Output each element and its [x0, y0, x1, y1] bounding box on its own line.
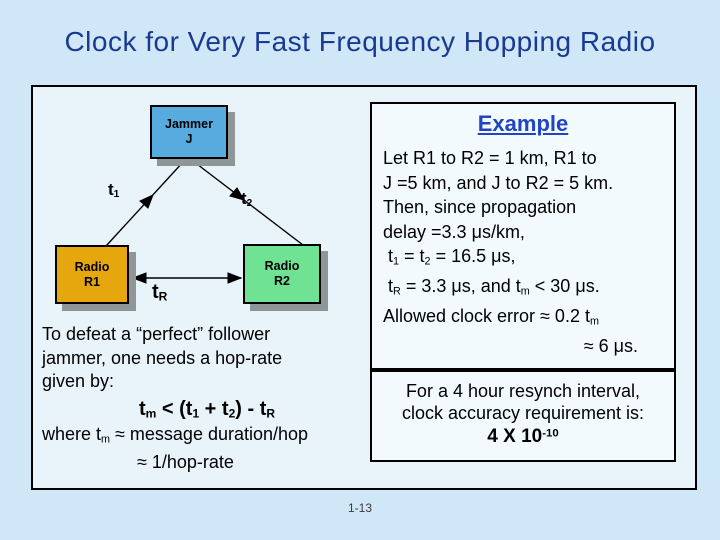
example-line: tR = 3.3 μs, and tm < 30 μs. — [383, 275, 600, 298]
radio-r2-label-line2: R2 — [274, 274, 290, 288]
jammer-label-line1: Jammer — [165, 117, 213, 131]
hop-rate-intro-line: jammer, one needs a hop-rate — [42, 347, 283, 368]
example-heading: Example — [477, 111, 569, 136]
radio-r2-label-line1: Radio — [264, 259, 300, 273]
example-line: Let R1 to R2 = 1 km, R1 to — [383, 148, 597, 168]
delay-label-t1: t1 — [108, 180, 120, 201]
jammer-node: Jammer J — [150, 105, 228, 159]
resynch-requirement-box: For a 4 hour resynch interval, clock acc… — [370, 370, 676, 462]
radio-r2-node: Radio R2 — [243, 244, 321, 304]
clock-accuracy-value: 4 X 10-10 — [487, 426, 559, 447]
example-line: J =5 km, and J to R2 = 5 km. — [383, 172, 614, 193]
hop-rate-where-line1: where tm ≈ message duration/hop — [42, 423, 309, 445]
page-number: 1-13 — [347, 501, 373, 515]
example-line: Then, since propagation — [383, 197, 577, 217]
example-line: ≈ 6 μs. — [583, 335, 638, 356]
hop-rate-intro-line: To defeat a “perfect” follower — [42, 324, 271, 344]
resynch-line1: For a 4 hour resynch interval, — [405, 381, 641, 401]
jammer-label-line2: J — [185, 132, 193, 146]
hop-rate-formula: tm < (t1 + t2) - tR — [138, 397, 276, 421]
page-title: Clock for Very Fast Frequency Hopping Ra… — [64, 26, 656, 57]
example-text: Let R1 to R2 = 1 km, R1 to J =5 km, and … — [372, 146, 674, 358]
radio-r1-label-line2: R1 — [84, 274, 100, 289]
radio-r1-label-line1: Radio — [74, 259, 110, 274]
radio-r1-node: Radio R1 — [55, 245, 129, 304]
example-line: delay =3.3 μs/km, — [383, 221, 525, 242]
hop-rate-text-block: To defeat a “perfect” follower jammer, o… — [42, 323, 372, 475]
example-line: t1 = t2 = 16.5 μs, — [383, 246, 516, 268]
hop-rate-where-line2: ≈ 1/hop-rate — [137, 452, 234, 473]
hop-rate-intro-line: given by: — [42, 371, 115, 391]
resynch-line2: clock accuracy requirement is: — [401, 403, 645, 423]
delay-label-t2: t2 — [241, 189, 253, 210]
delay-label-tr: tR — [152, 281, 168, 304]
example-box: Example Let R1 to R2 = 1 km, R1 to J =5 … — [370, 102, 676, 370]
example-line: Allowed clock error ≈ 0.2 tm — [383, 305, 599, 328]
